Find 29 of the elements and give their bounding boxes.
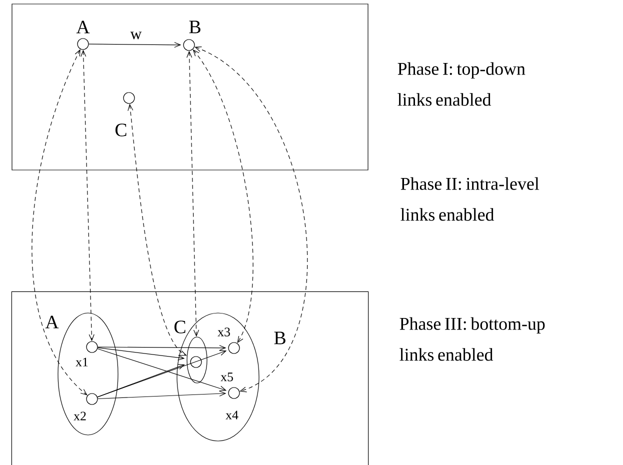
node-label: x5 — [220, 372, 233, 382]
arrow — [88, 42, 182, 48]
phase-note: Phase I: top-down links enabled — [398, 62, 526, 106]
node-label: B — [274, 332, 286, 344]
dashed-arrow — [32, 49, 88, 396]
dashed-arrow — [192, 49, 254, 344]
arrow — [97, 350, 227, 398]
arrow — [98, 390, 226, 400]
phase-note: Phase III: bottom-up links enabled — [400, 317, 545, 361]
dashed-arrow — [80, 50, 94, 342]
arrow — [98, 345, 226, 351]
node-label: A — [45, 316, 59, 328]
phase-note: Phase II: intra-level links enabled — [400, 177, 540, 221]
node-label: x1 — [76, 358, 88, 366]
edge-label: w — [129, 30, 143, 40]
node-label: x4 — [226, 410, 238, 420]
arrow — [97, 348, 227, 392]
node-label: x2 — [74, 412, 86, 420]
node-label: x3 — [218, 328, 230, 336]
node-label: C — [174, 320, 186, 334]
dashed-arrow — [186, 50, 200, 337]
level-box — [12, 4, 368, 170]
level-box — [11, 291, 369, 465]
node-label: C — [115, 124, 126, 136]
dashed-arrow — [128, 104, 187, 356]
arrow — [97, 347, 185, 360]
node-label: B — [189, 20, 200, 34]
dashed-arrow — [194, 46, 308, 392]
node-label: A — [76, 20, 90, 34]
